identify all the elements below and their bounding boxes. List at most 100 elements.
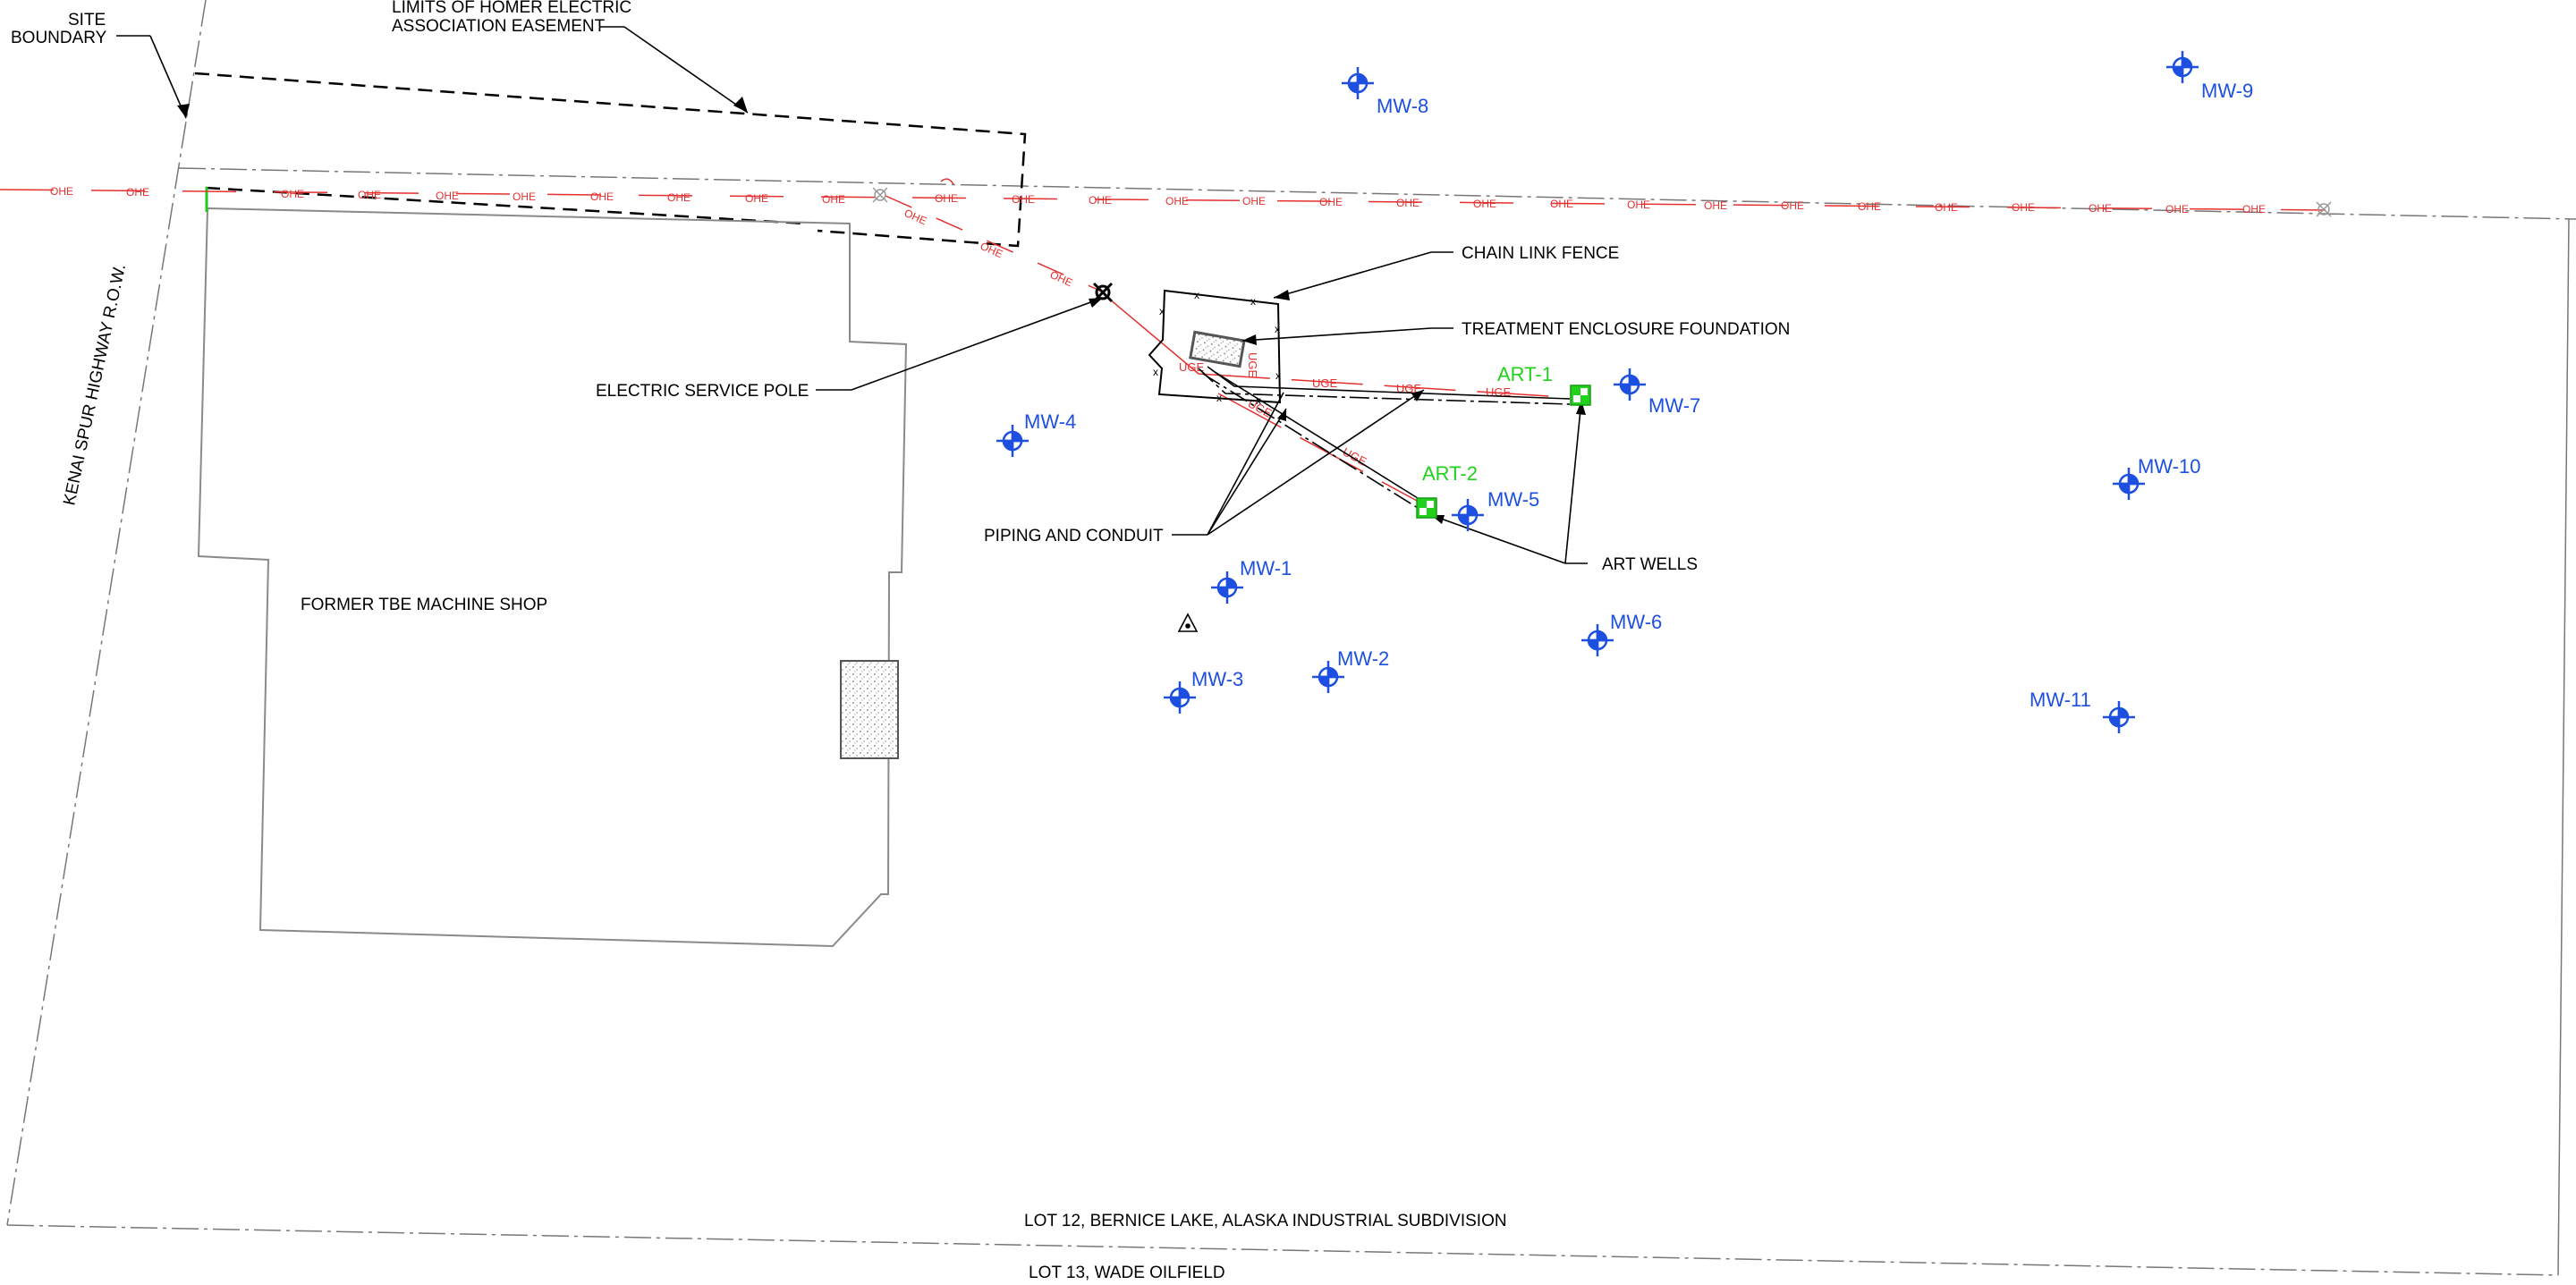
machine-shop-outline [197,207,908,948]
monitoring-well-icon [2166,51,2199,83]
overhead-electric-line [0,178,2326,503]
art-well-icon [1416,497,1437,519]
svg-text:x: x [1216,392,1222,404]
svg-text:x: x [1250,295,1256,308]
ohe-code: OHE [1627,199,1650,211]
treatment-enclosure-label: TREATMENT ENCLOSURE FOUNDATION [1462,320,1790,339]
well-label-mw-3: MW-3 [1191,668,1243,690]
ohe-code: OHE [822,193,845,206]
ohe-code: OHE [1550,198,1573,210]
well-label-mw-10: MW-10 [2138,455,2201,478]
machine-shop-label: FORMER TBE MACHINE SHOP [301,596,547,614]
ohe-code: OHE [1048,268,1074,289]
ohe-code: OHE [1396,197,1419,209]
svg-text:x: x [1275,323,1280,335]
uge-code: UGE [1179,360,1205,374]
monitoring-well-icon [2103,701,2135,733]
monitoring-well-icon [2113,468,2145,500]
well-label-mw-9: MW-9 [2201,80,2253,102]
uge-code: UGE [1246,352,1259,378]
ohe-code: OHE [2165,203,2189,216]
uge-code: UGE [1312,376,1338,390]
well-label-art-1: ART-1 [1497,363,1553,385]
ohe-code: OHE [358,189,381,201]
ohe-code: OHE [745,192,768,205]
easement-label-2: ASSOCIATION EASEMENT [392,17,606,36]
ohe-code: OHE [935,192,958,205]
well-label-mw-8: MW-8 [1377,95,1428,117]
treatment-enclosure-foundation [1189,330,1246,368]
ohe-code: OHE [1781,199,1804,212]
chain-link-fence [1148,289,1282,404]
monitoring-well-icon [1342,67,1374,99]
north-boundary-line [178,167,2576,220]
easement-limit-line [194,72,1027,248]
ohe-code: OHE [979,240,1004,260]
art-well-symbols [1416,385,1591,519]
ohe-code: OHE [1089,194,1112,207]
east-boundary-line [2557,218,2570,1276]
lot-13-label: LOT 13, WADE OILFIELD [1029,1264,1225,1282]
ohe-code: OHE [126,186,149,199]
well-label-mw-11: MW-11 [2029,689,2091,711]
well-label-mw-6: MW-6 [1610,611,1662,633]
callout-arrowheads [177,97,1586,524]
monitoring-well-icon [996,425,1029,457]
ohe-code: OHE [1704,199,1727,212]
monitoring-well-icon [1211,571,1243,604]
lot-12-label: LOT 12, BERNICE LAKE, ALASKA INDUSTRIAL … [1024,1212,1507,1230]
uge-line-labels: UGE UGE UGE UGE UGE UGE UGE [1179,352,1512,469]
ohe-code: OHE [2242,203,2266,216]
site-boundary-lines [6,0,2576,1276]
monitoring-well-icon [1614,368,1646,401]
ohe-code: OHE [1473,198,1496,210]
west-boundary-line [6,0,207,1226]
anchor-symbol-east [2316,201,2332,217]
monitoring-well-icon [1312,661,1344,693]
monitoring-well-icon [1164,681,1196,714]
chain-link-fence-label: CHAIN LINK FENCE [1462,244,1619,263]
svg-text:x: x [1159,305,1165,317]
site-boundary-label-1: SITE [68,11,106,30]
ohe-code: OHE [281,188,304,200]
art-well-icon [1570,385,1591,406]
art-wells-label: ART WELLS [1602,555,1698,574]
svg-text:x: x [1153,366,1158,378]
electric-pole-label: ELECTRIC SERVICE POLE [596,382,809,401]
ohe-code: OHE [1319,196,1343,208]
ohe-code: OHE [1165,195,1189,207]
survey-triangle-icon [1177,613,1199,632]
ohe-code: OHE [436,190,459,202]
anchor-symbol-west [872,187,888,203]
well-label-mw-4: MW-4 [1024,410,1076,433]
ohe-code: OHE [902,207,928,227]
well-label-mw-5: MW-5 [1487,488,1539,511]
ohe-line-labels: OHE OHE OHE OHE OHE OHE OHE OHE OHE OHE … [50,185,2266,289]
monitoring-well-icon [1452,499,1484,531]
ohe-code: OHE [1242,195,1266,207]
south-boundary-line [6,1224,2559,1276]
piping-and-conduit [1198,366,1571,509]
monitoring-well-symbols [996,51,2199,733]
highway-label: KENAI SPUR HIGHWAY R.O.W. [60,262,130,507]
svg-text:x: x [1194,289,1199,301]
monitoring-well-labels: MW-1 MW-2 MW-3 MW-4 MW-5 MW-6 MW-7 MW-8 … [1024,80,2253,711]
callout-leaders [116,26,1588,564]
ohe-code: OHE [2012,201,2035,214]
ohe-code: OHE [1935,201,1958,214]
ohe-code: OHE [667,191,691,204]
piping-label: PIPING AND CONDUIT [984,527,1164,545]
ohe-code: OHE [1858,200,1881,213]
easement-limit-line-west [205,186,806,225]
ohe-code: OHE [590,190,614,203]
well-label-mw-1: MW-1 [1240,557,1292,579]
svg-text:x: x [1275,369,1281,382]
monitoring-well-icon [1581,624,1614,656]
well-label-mw-7: MW-7 [1648,394,1700,417]
ohe-code: OHE [2089,202,2112,215]
building-slab [840,660,899,759]
well-label-mw-2: MW-2 [1337,647,1389,670]
site-boundary-label-2: BOUNDARY [11,29,107,47]
